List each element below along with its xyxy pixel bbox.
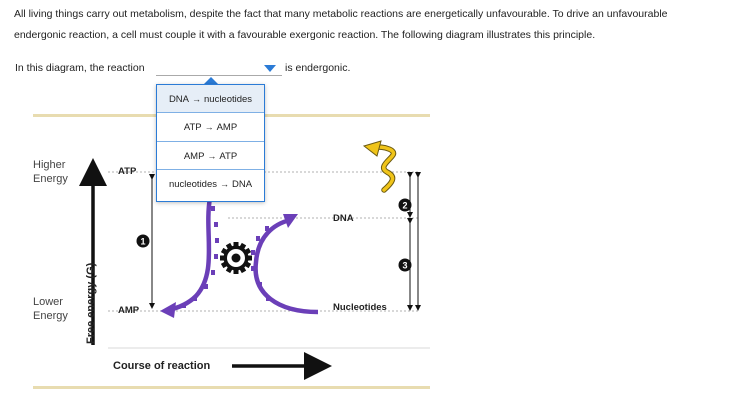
option-amp-to-atp[interactable]: AMP→ATP: [157, 142, 264, 170]
menu-pointer-icon: [204, 77, 218, 84]
reaction-dropdown[interactable]: [156, 62, 282, 76]
badge-3-text: 3: [402, 261, 407, 271]
reaction-dropdown-menu: DNA→nucleotides ATP→AMP AMP→ATP nucleoti…: [156, 84, 265, 202]
arrow-icon: →: [207, 150, 217, 161]
question-prefix: In this diagram, the reaction: [15, 62, 145, 74]
intro-text: All living things carry out metabolism, …: [14, 4, 729, 46]
y-axis-label: Free energy (G): [85, 262, 97, 344]
dna-synthesis-arrow: [253, 217, 319, 315]
bottom-divider: [33, 386, 430, 389]
higher-energy-label: Higher: [33, 159, 66, 171]
atp-hydrolysis-arrow: [167, 197, 213, 313]
higher-energy-label-2: Energy: [33, 173, 68, 185]
badge-1-text: 1: [140, 237, 145, 247]
option-dna-to-nucleotides[interactable]: DNA→nucleotides: [157, 85, 264, 114]
arrow-icon: →: [220, 178, 229, 189]
chevron-down-icon[interactable]: [264, 65, 276, 72]
x-axis-label: Course of reaction: [113, 360, 210, 372]
question-suffix: is endergonic.: [285, 62, 351, 74]
intro-line-2: endergonic reaction, a cell must couple …: [14, 29, 596, 41]
lower-energy-label-2: Energy: [33, 310, 68, 322]
arrow-icon: →: [204, 122, 214, 133]
gear-icon: [220, 242, 252, 274]
badge-3: [398, 258, 412, 272]
badge-1: [136, 234, 150, 248]
lower-energy-label: Lower: [33, 296, 63, 308]
option-atp-to-amp[interactable]: ATP→AMP: [157, 113, 264, 142]
arrow-icon: →: [192, 94, 201, 104]
badge-2-text: 2: [402, 201, 407, 211]
atp-label: ATP: [118, 166, 137, 177]
intro-line-1: All living things carry out metabolism, …: [14, 8, 668, 20]
badge-2: [398, 198, 412, 212]
option-nucleotides-to-dna[interactable]: nucleotides→DNA: [168, 178, 253, 190]
nucleotides-label: Nucleotides: [333, 302, 387, 313]
dna-label: DNA: [333, 213, 354, 224]
amp-label: AMP: [118, 305, 140, 316]
